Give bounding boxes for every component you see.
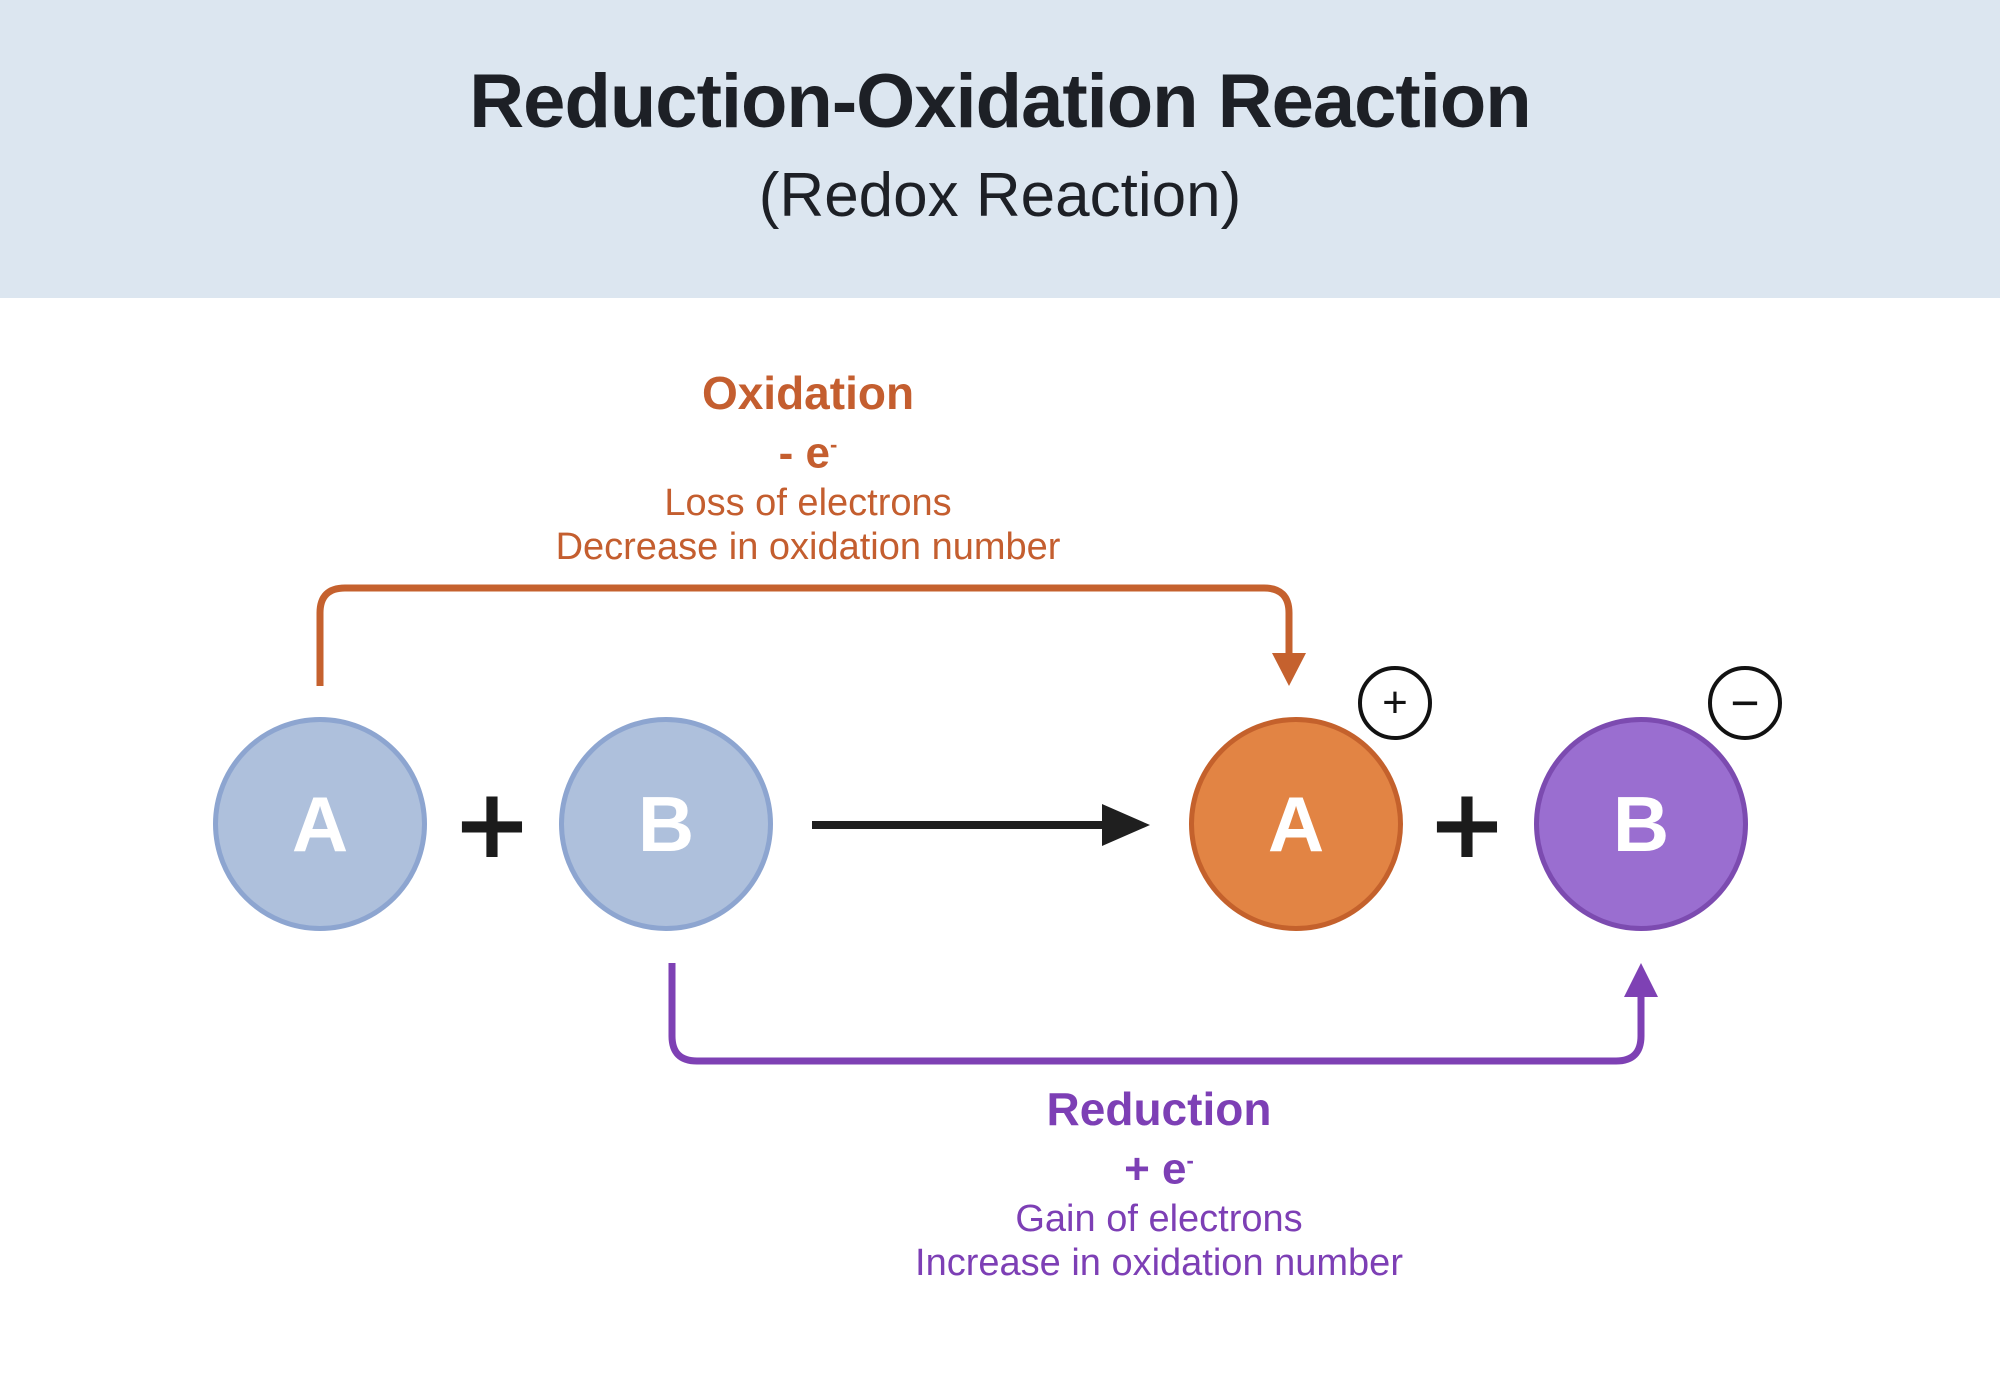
oxidation-electron-change: - e- <box>778 428 838 478</box>
negative-charge-badge: − <box>1708 666 1782 740</box>
plus-operator-right: + <box>1426 768 1508 880</box>
header-band: Reduction-Oxidation Reaction (Redox Reac… <box>0 0 2000 298</box>
oxidation-arrow <box>316 584 1293 686</box>
page-title: Reduction-Oxidation Reaction <box>469 59 1531 144</box>
reactant-a-label: A <box>291 780 349 868</box>
reaction-arrowhead-icon <box>1102 804 1150 846</box>
product-b-label: B <box>1612 780 1670 868</box>
oxidation-arrowhead-icon <box>1272 653 1306 686</box>
reduction-arrow <box>668 963 1645 1065</box>
oxidation-description-1: Loss of electrons <box>664 481 952 524</box>
plus-operator-left: + <box>451 768 533 880</box>
positive-charge-badge: + <box>1358 666 1432 740</box>
reactant-b-label: B <box>637 780 695 868</box>
reduction-label-block: Reduction + e- Gain of electrons Increas… <box>915 1084 1403 1285</box>
reduction-arrowhead-icon <box>1624 963 1658 997</box>
product-b-circle: B <box>1534 717 1748 931</box>
reduction-electron-change: + e- <box>1124 1144 1194 1194</box>
reactant-a-circle: A <box>213 717 427 931</box>
oxidation-description-2: Decrease in oxidation number <box>555 525 1061 568</box>
reduction-description-1: Gain of electrons <box>1015 1197 1303 1240</box>
product-a-circle: A <box>1189 717 1403 931</box>
reduction-title: Reduction <box>1046 1083 1272 1135</box>
product-a-label: A <box>1267 780 1325 868</box>
page-subtitle: (Redox Reaction) <box>758 161 1242 230</box>
reactant-b-circle: B <box>559 717 773 931</box>
oxidation-label-block: Oxidation - e- Loss of electrons Decreas… <box>556 368 1061 569</box>
oxidation-title: Oxidation <box>701 367 915 419</box>
reduction-description-2: Increase in oxidation number <box>915 1241 1403 1284</box>
plus-charge-icon: + <box>1382 678 1408 727</box>
minus-charge-icon: − <box>1730 675 1760 731</box>
